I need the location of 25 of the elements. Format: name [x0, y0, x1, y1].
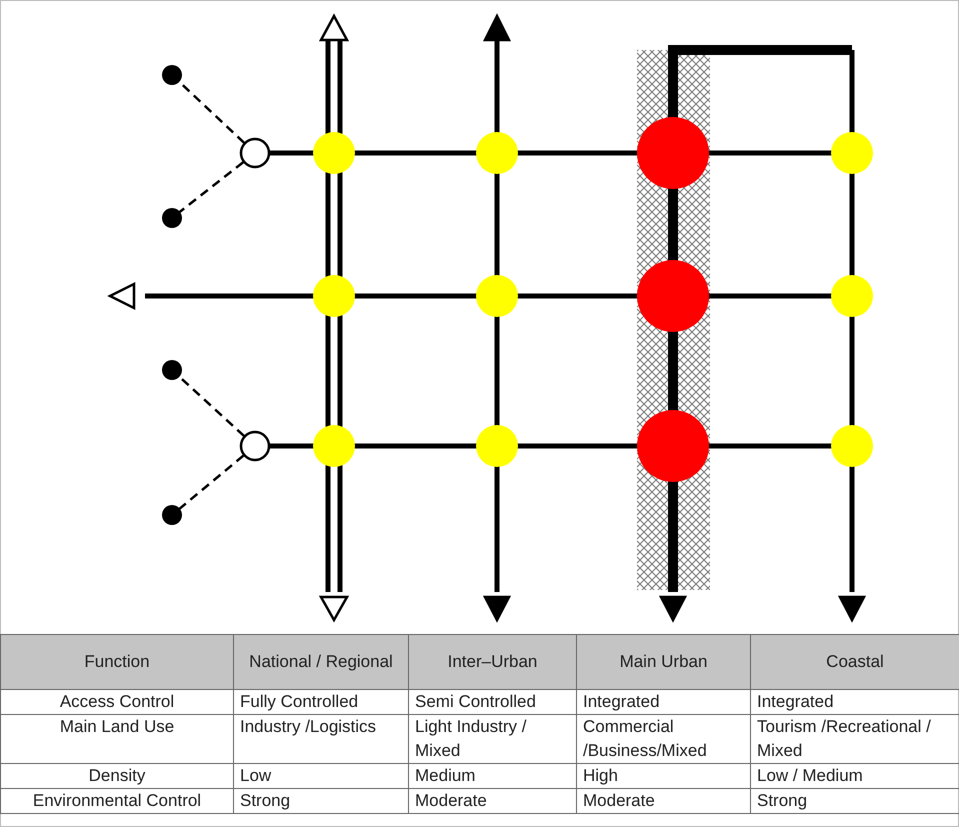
column-header: National / Regional	[249, 652, 393, 671]
table-value: Medium	[415, 766, 476, 785]
table-value: Tourism /Recreational / Mixed	[757, 717, 931, 760]
table-value: Strong	[757, 791, 808, 810]
row-label: Density	[88, 766, 146, 785]
table-value: Fully Controlled	[240, 692, 358, 711]
table-value: Commercial /Business/Mixed	[583, 717, 707, 760]
table-value: Strong	[240, 791, 290, 810]
table-value: Integrated	[757, 692, 834, 711]
table-value: Low / Medium	[757, 766, 863, 785]
row-label: Access Control	[60, 692, 174, 711]
column-header: Coastal	[826, 652, 884, 671]
column-header: Main Urban	[620, 652, 708, 671]
table-value: High	[583, 766, 618, 785]
table-value: Integrated	[583, 692, 660, 711]
column-header: Function	[84, 652, 150, 671]
table-value: Low	[240, 766, 272, 785]
table-value: Moderate	[583, 791, 655, 810]
table-value: Semi Controlled	[415, 692, 536, 711]
row-label: Main Land Use	[60, 717, 174, 736]
row-label: Environmental Control	[32, 791, 202, 810]
table-value: Industry /Logistics	[240, 717, 376, 736]
table-value: Light Industry / Mixed	[415, 717, 527, 760]
column-header: Inter–Urban	[448, 652, 538, 671]
table-value: Moderate	[415, 791, 487, 810]
